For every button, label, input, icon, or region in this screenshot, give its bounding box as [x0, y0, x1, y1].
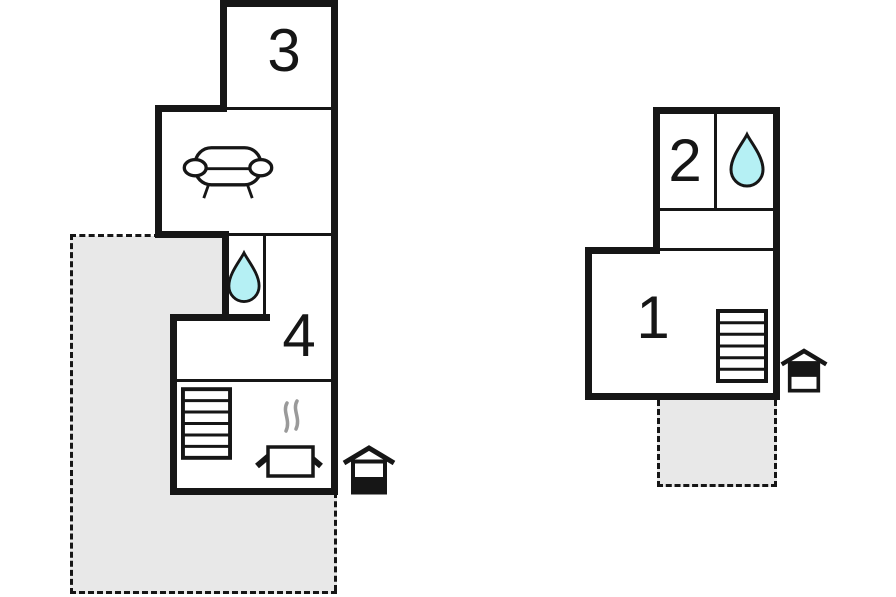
upper-floor-indicator-icon [780, 348, 828, 393]
wall [170, 314, 270, 321]
wall [224, 107, 331, 110]
terrace-left-border [334, 492, 337, 591]
wall [585, 247, 592, 400]
sofa-icon [182, 146, 274, 199]
terrace-left-border [70, 591, 337, 594]
wall [155, 105, 227, 112]
wall [585, 393, 780, 400]
terrace-right-border [774, 400, 777, 487]
wall [773, 107, 780, 400]
cooking-pot-steam-icon [255, 399, 323, 478]
wall [714, 112, 717, 210]
steam-icon [283, 401, 290, 433]
wall [653, 107, 660, 254]
water-drop-icon [729, 131, 765, 188]
wall [177, 379, 331, 382]
wall [331, 0, 338, 495]
terrace-left-fill [70, 492, 337, 594]
wall [660, 248, 773, 251]
room-label-2: 2 [668, 127, 702, 194]
wall [585, 247, 660, 254]
wall [155, 231, 229, 238]
steam-icon [293, 399, 300, 431]
water-drop-icon [227, 249, 261, 303]
terrace-right-border [657, 484, 777, 487]
room-label-3: 3 [267, 17, 301, 84]
terrace-left-border [70, 234, 160, 237]
terrace-right-border [657, 400, 660, 487]
wall [222, 231, 229, 321]
terrace-left-border [70, 234, 73, 594]
wall [226, 233, 331, 236]
stairs-icon [181, 387, 232, 460]
wall [170, 314, 177, 495]
wall [653, 107, 780, 114]
terrace-left-fill [70, 318, 174, 492]
terrace-right-fill [657, 400, 777, 487]
room-label-4: 4 [282, 302, 316, 369]
wall [155, 105, 162, 238]
wall [220, 0, 338, 7]
wall [170, 488, 338, 495]
terrace-left-fill [70, 236, 225, 318]
ground-floor-indicator-icon [342, 445, 396, 495]
stairs-icon [716, 309, 768, 383]
wall [263, 234, 266, 318]
room-label-1: 1 [636, 284, 670, 351]
wall [220, 0, 227, 112]
wall [660, 208, 773, 211]
